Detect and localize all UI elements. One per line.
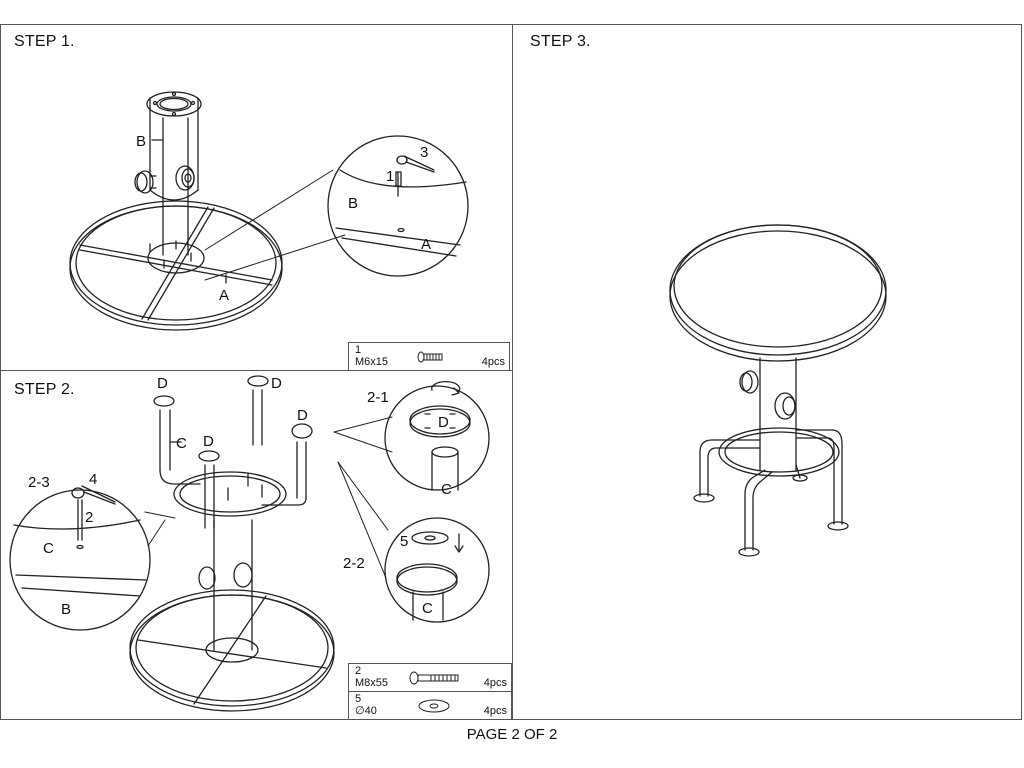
step-2-leg-assembly <box>129 375 335 712</box>
part-size: M8x55 <box>355 677 389 689</box>
part-number: 1 <box>355 344 362 356</box>
step-1-title: STEP 1. <box>14 33 75 50</box>
detail-2-3-circle <box>9 485 176 631</box>
washer-icon <box>418 699 450 713</box>
label-5: 5 <box>400 533 408 550</box>
label-1: 1 <box>386 168 394 185</box>
label-c-detail-2-3: C <box>43 540 54 557</box>
part-size: M6x15 <box>355 356 389 368</box>
label-c: C <box>176 435 187 452</box>
label-d-4: D <box>203 433 214 450</box>
step-3-completed-table <box>669 224 887 557</box>
label-d-2: D <box>271 375 282 392</box>
label-c-detail-2-1: C <box>441 481 452 498</box>
detail-2-1-circle <box>333 380 490 491</box>
label-4: 4 <box>89 471 97 488</box>
part-qty: 4pcs <box>481 356 505 368</box>
label-d-detail-2-1: D <box>438 414 449 431</box>
row-divider <box>0 370 512 371</box>
step-2-title: STEP 2. <box>14 381 75 398</box>
label-a: A <box>219 287 229 304</box>
label-b-detail: B <box>348 195 358 212</box>
part-row-1: 1 M6x15 4pcs <box>348 342 510 371</box>
label-a-detail: A <box>421 236 431 253</box>
label-2-2: 2-2 <box>343 555 365 572</box>
detail-2-2-circle <box>337 461 490 623</box>
label-3: 3 <box>420 144 428 161</box>
part-size: ∅40 <box>355 705 377 717</box>
part-number: 2 <box>355 665 362 677</box>
label-2-1: 2-1 <box>367 389 389 406</box>
part-row-5: 5 ∅40 4pcs <box>348 691 512 720</box>
page-footer: PAGE 2 OF 2 <box>466 726 558 743</box>
step-1-detail-circle <box>204 135 469 281</box>
part-number: 5 <box>355 693 362 705</box>
long-bolt-icon <box>409 671 459 685</box>
label-d-3: D <box>297 407 308 424</box>
label-2: 2 <box>85 509 93 526</box>
part-row-2: 2 M8x55 4pcs <box>348 663 512 692</box>
part-qty: 4pcs <box>483 705 507 717</box>
step-1-base-assembly <box>69 91 283 331</box>
screw-icon <box>417 351 443 363</box>
label-c-detail-2-2: C <box>422 600 433 617</box>
label-d-1: D <box>157 375 168 392</box>
label-b: B <box>136 133 146 150</box>
step-3-title: STEP 3. <box>530 33 591 50</box>
column-divider <box>512 24 513 720</box>
label-2-3: 2-3 <box>28 474 50 491</box>
label-b-detail-2-3: B <box>61 601 71 618</box>
part-qty: 4pcs <box>483 677 507 689</box>
